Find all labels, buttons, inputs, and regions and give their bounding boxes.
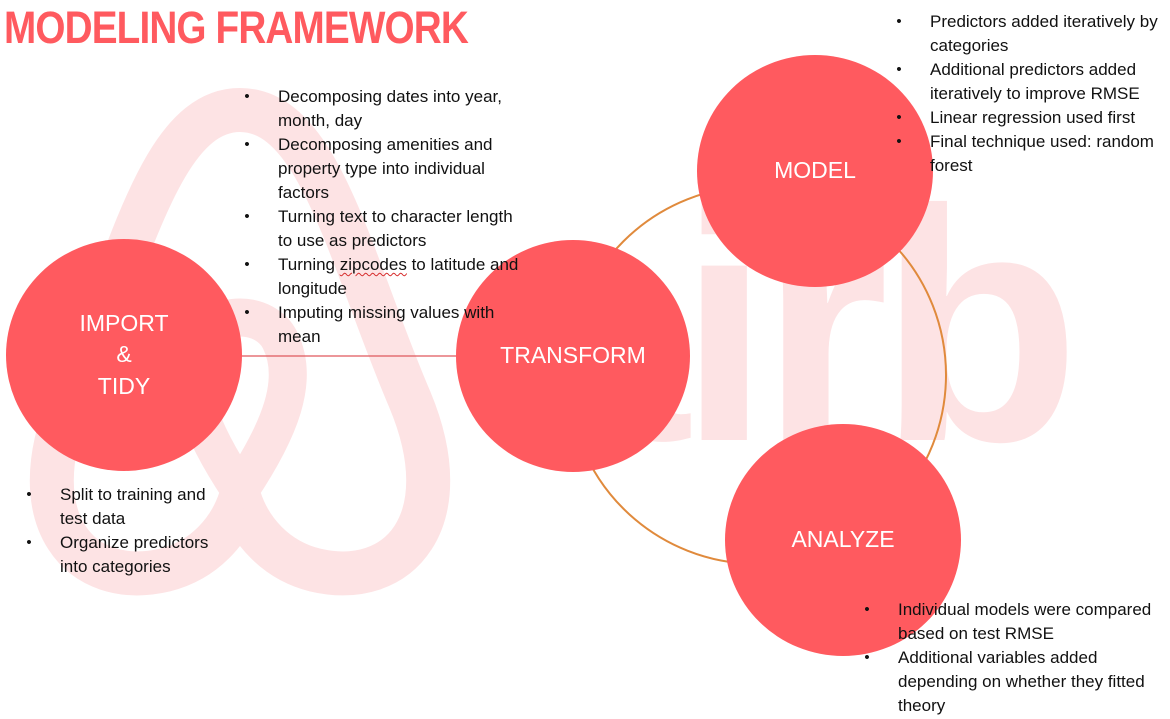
list-item: • Individual models were compared based o… — [860, 598, 1160, 646]
list-item: • Imputing missing values with mean — [240, 301, 530, 349]
ampersand-label: & — [116, 341, 132, 368]
list-item: • Turning zipcodes to latitude and longit… — [240, 253, 530, 301]
note-text: Split to training and test data — [60, 485, 206, 528]
bullet-icon: • — [896, 61, 902, 78]
note-text: Additional predictors added iteratively … — [930, 60, 1140, 103]
spellcheck-flagged-word: zipcodes — [339, 255, 407, 274]
bullet-icon: • — [864, 601, 870, 618]
bullet-icon: • — [896, 109, 902, 126]
list-item: • Additional variables added depending on… — [860, 646, 1160, 718]
bullet-icon: • — [244, 256, 250, 273]
model-label: MODEL — [774, 157, 856, 184]
note-text: Linear regression used first — [930, 108, 1136, 127]
note-text: Organize predictors into categories — [60, 533, 209, 576]
bullet-icon: • — [896, 133, 902, 150]
list-item: • Decomposing amenities and property type… — [240, 133, 530, 205]
list-item: • Linear regression used first — [892, 106, 1164, 130]
transform-node: TRANSFORM — [456, 240, 690, 472]
page-title: MODELING FRAMEWORK — [4, 2, 469, 53]
note-text: Predictors added iteratively by categori… — [930, 12, 1158, 55]
bullet-icon: • — [244, 304, 250, 321]
bullet-icon: • — [864, 649, 870, 666]
tidy-label: TIDY — [97, 372, 151, 399]
model-node: MODEL — [697, 55, 933, 287]
analyze-notes: • Individual models were compared based o… — [860, 598, 1160, 718]
bullet-icon: • — [244, 208, 250, 225]
list-item: • Predictors added iteratively by categor… — [892, 10, 1164, 58]
list-item: • Decomposing dates into year, month, day — [240, 85, 530, 133]
note-text: Final technique used: random forest — [930, 132, 1154, 175]
analyze-node: ANALYZE — [725, 424, 961, 656]
import-tidy-node: IMPORT & TIDY — [6, 239, 242, 471]
note-text: Imputing missing values with mean — [278, 303, 495, 346]
list-item: • Organize predictors into categories — [22, 531, 212, 579]
list-item: • Split to training and test data — [22, 483, 212, 531]
list-item: • Turning text to character length to use… — [240, 205, 530, 253]
import-label: IMPORT — [79, 310, 169, 337]
list-item: • Final technique used: random forest — [892, 130, 1164, 178]
analyze-label: ANALYZE — [791, 526, 895, 553]
bullet-icon: • — [896, 13, 902, 30]
import-notes: • Split to training and test data • Organi… — [22, 483, 212, 579]
note-text: Individual models were compared based on… — [898, 600, 1152, 643]
list-item: • Additional predictors added iteratively… — [892, 58, 1164, 106]
note-text: Additional variables added depending on … — [898, 648, 1145, 715]
model-notes: • Predictors added iteratively by categor… — [892, 10, 1164, 178]
bullet-icon: • — [26, 486, 32, 503]
transform-notes: • Decomposing dates into year, month, day… — [240, 85, 530, 349]
bullet-icon: • — [26, 534, 32, 551]
note-text: Decomposing amenities and property type … — [278, 135, 493, 202]
bullet-icon: • — [244, 88, 250, 105]
note-text: Decomposing dates into year, month, day — [278, 87, 502, 130]
note-text: to latitude and longitude — [278, 255, 519, 298]
transform-label: TRANSFORM — [500, 342, 646, 369]
bullet-icon: • — [244, 136, 250, 153]
note-text: Turning — [278, 255, 340, 274]
note-text: Turning text to character length to use … — [278, 207, 513, 250]
